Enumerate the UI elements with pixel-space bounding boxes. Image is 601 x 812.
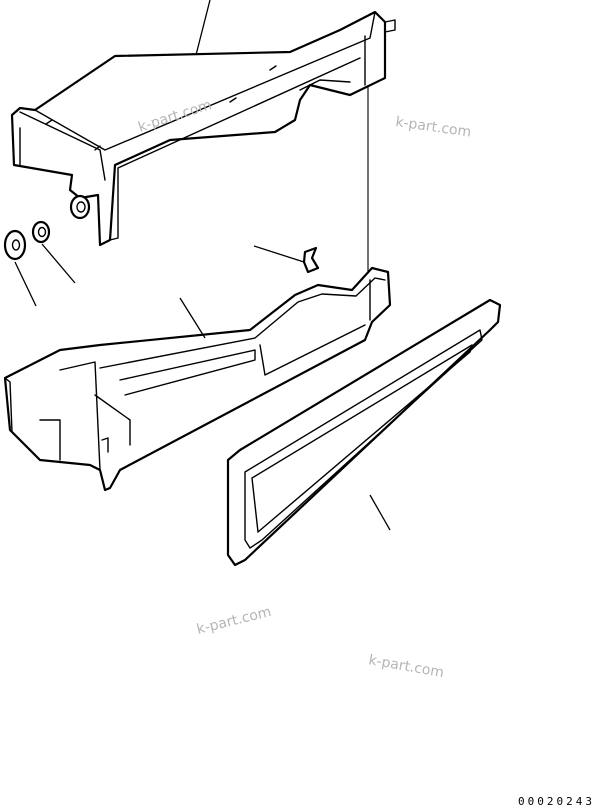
leader-lower-tray [179, 297, 206, 339]
watermark: k-part.com [195, 604, 273, 638]
clip-fastener [302, 246, 320, 274]
watermark: k-part.com [394, 114, 472, 140]
leader-washer-outer [14, 261, 37, 307]
watermark: k-part.com [367, 652, 445, 681]
leader-gasket [369, 494, 391, 531]
leader-upper-bracket [195, 0, 211, 56]
leader-clip [253, 245, 305, 263]
leader-lines [14, 0, 391, 531]
washer-outer [3, 229, 27, 261]
upper-bracket [10, 10, 396, 247]
lower-duct-tray [3, 266, 392, 492]
leader-washer-inner [41, 243, 76, 284]
gasket-frame [226, 298, 502, 567]
washer-inner [31, 220, 51, 244]
bracket-hole-boss [69, 194, 91, 220]
drawing-number: 00020243 [518, 795, 595, 808]
